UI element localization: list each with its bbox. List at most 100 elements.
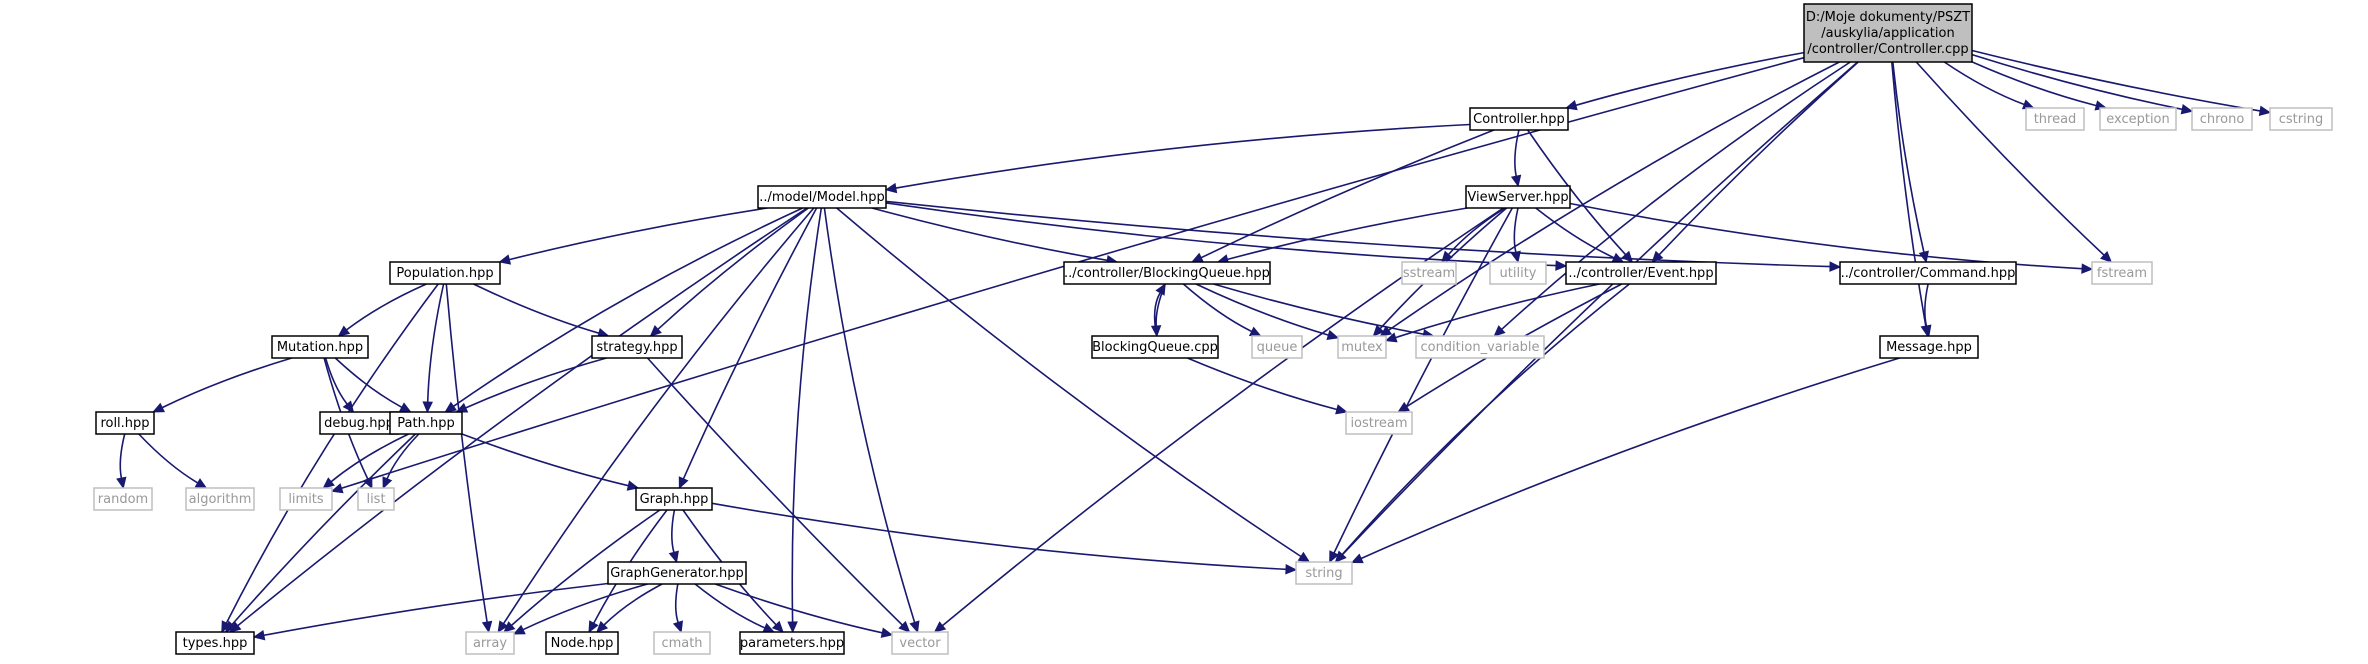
node-population-hpp[interactable]: Population.hpp — [389, 261, 501, 285]
edge-line — [1575, 51, 1805, 107]
node-vector: vector — [891, 631, 949, 655]
edge-model_hpp-to-event_hpp — [885, 202, 1568, 271]
edge-viewserver_hpp-to-utility — [1510, 207, 1521, 264]
edge-line — [237, 207, 808, 627]
edge-line — [714, 583, 883, 634]
node-types-hpp[interactable]: types.hpp — [175, 631, 255, 655]
node-mutation-hpp[interactable]: Mutation.hpp — [271, 335, 369, 359]
edge-blockingqueue_cpp-to-blockingqueue_hpp — [1153, 282, 1166, 337]
node-layer: D:/Moje dokumenty/PSZT/auskylia/applicat… — [93, 3, 2333, 655]
edge-line — [1971, 61, 2097, 107]
edge-model_hpp-to-string — [836, 207, 1311, 563]
edge-line — [445, 283, 488, 623]
edge-line — [1182, 283, 1253, 333]
node-debug-hpp[interactable]: debug.hpp — [319, 411, 399, 435]
edge-model_hpp-to-command_hpp — [885, 200, 1842, 272]
edge-line — [1501, 61, 1851, 330]
node-box — [545, 631, 619, 655]
node-box — [2025, 107, 2085, 131]
edge-controller_cpp-to-controller_hpp — [1565, 51, 1805, 111]
node-queue: queue — [1251, 335, 1303, 359]
node-exception: exception — [2099, 107, 2177, 131]
arrowhead-icon — [152, 402, 165, 413]
edge-line — [1341, 61, 1859, 556]
node-label: fstream — [2097, 266, 2147, 281]
node-box — [757, 185, 887, 209]
node-roll-hpp[interactable]: roll.hpp — [95, 411, 155, 435]
arrowhead-icon — [194, 478, 208, 489]
node-viewserver-hpp[interactable]: ViewServer.hpp — [1465, 185, 1571, 209]
edge-graphgenerator_hpp-to-node_hpp — [596, 583, 663, 633]
node-blockingqueue-cpp[interactable]: BlockingQueue.cpp — [1091, 335, 1219, 359]
arrowhead-icon — [884, 182, 898, 194]
node-event-hpp[interactable]: ../controller/Event.hpp — [1565, 261, 1717, 285]
node-label: iostream — [1350, 416, 1407, 431]
node-label: debug.hpp — [324, 416, 394, 431]
edge-line — [1658, 61, 1859, 256]
edge-line — [1388, 61, 1840, 331]
node-label: Graph.hpp — [640, 492, 709, 507]
arrowhead-icon — [1248, 326, 1262, 337]
node-box — [1401, 261, 1457, 285]
node-model-hpp[interactable]: ../model/Model.hpp — [757, 185, 887, 209]
edge-line — [1971, 53, 2183, 111]
node-label: cstring — [2279, 112, 2323, 127]
node-blockingqueue-hpp[interactable]: ../controller/BlockingQueue.hpp — [1063, 261, 1271, 285]
node-box — [175, 631, 255, 655]
edge-line — [1514, 129, 1520, 177]
edge-line — [502, 207, 815, 625]
node-condition-variable: condition_variable — [1415, 335, 1545, 359]
node-parameters-hpp[interactable]: parameters.hpp — [739, 631, 845, 655]
edge-controller_cpp-to-cstring — [1971, 49, 2272, 116]
node-controller-hpp[interactable]: Controller.hpp — [1469, 107, 1569, 131]
edge-line — [334, 357, 403, 409]
arrowhead-icon — [771, 620, 784, 633]
edge-line — [1891, 61, 1927, 327]
node-label: condition_variable — [1420, 340, 1539, 355]
edge-line — [1527, 129, 1627, 256]
arrowhead-icon — [252, 629, 266, 641]
node-box — [2191, 107, 2253, 131]
edge-line — [1924, 283, 1929, 327]
node-box — [1803, 3, 1973, 63]
edge-line — [330, 433, 409, 483]
edge-line — [895, 123, 1471, 189]
node-strategy-hpp[interactable]: strategy.hpp — [591, 335, 683, 359]
node-label: Population.hpp — [396, 266, 493, 281]
node-label: ../controller/Command.hpp — [1841, 266, 2016, 281]
node-command-hpp[interactable]: ../controller/Command.hpp — [1839, 261, 2017, 285]
arrowhead-icon — [1510, 250, 1521, 264]
node-message-hpp[interactable]: Message.hpp — [1879, 335, 1979, 359]
edge-controller_cpp-to-fstream — [1915, 61, 2113, 263]
arrowhead-icon — [1372, 324, 1385, 337]
node-node-hpp[interactable]: Node.hpp — [545, 631, 619, 655]
node-label: sstream — [1403, 266, 1455, 281]
node-label: exception — [2106, 112, 2170, 127]
arrowhead-icon — [2258, 105, 2272, 116]
node-graphgenerator-hpp[interactable]: GraphGenerator.hpp — [607, 561, 747, 585]
edge-controller_cpp-to-chrono — [1971, 53, 2194, 115]
arrowhead-icon — [1829, 261, 1842, 272]
edge-controller_cpp-to-thread — [1943, 61, 2035, 110]
edge-blockingqueue_hpp-to-condition_variable — [1213, 283, 1435, 340]
node-box — [357, 487, 395, 511]
node-cstring: cstring — [2269, 107, 2333, 131]
node-path-hpp[interactable]: Path.hpp — [389, 411, 463, 435]
node-label: array — [473, 636, 507, 651]
node-label: strategy.hpp — [596, 340, 677, 355]
edge-event_hpp-to-string — [1334, 283, 1630, 563]
edge-line — [1915, 61, 2105, 256]
edge-line — [1213, 283, 1424, 335]
node-graph-hpp[interactable]: Graph.hpp — [635, 487, 713, 511]
edge-line — [161, 357, 293, 409]
edge-controller_cpp-to-condition_variable — [1493, 61, 1851, 337]
node-box — [1565, 261, 1717, 285]
node-label: ../controller/BlockingQueue.hpp — [1064, 266, 1270, 281]
edge-line — [1447, 207, 1506, 256]
arrowhead-icon — [649, 324, 662, 337]
edge-line — [1943, 61, 2025, 106]
node-label: Message.hpp — [1886, 340, 1972, 355]
edge-line — [510, 509, 661, 626]
edge-graphgenerator_hpp-to-vector — [714, 583, 894, 638]
